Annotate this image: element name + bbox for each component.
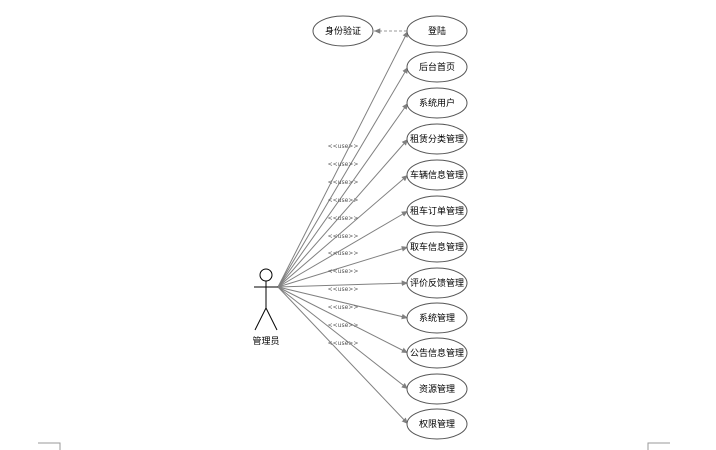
- stereotype-label: <<use>>: [328, 286, 359, 293]
- use-case-label: 资源管理: [419, 383, 455, 395]
- association-line: [277, 280, 409, 288]
- identity-verification-usecase: 身份验证: [312, 15, 374, 47]
- use-case-label: 车辆信息管理: [410, 169, 464, 181]
- use-case: 资源管理: [406, 373, 468, 405]
- use-case: 公告信息管理: [406, 337, 468, 369]
- use-case-ellipse: [406, 123, 468, 155]
- association-lines: [277, 30, 409, 425]
- use-case: 评价反馈管理: [406, 267, 468, 299]
- use-case: 后台首页: [406, 51, 468, 83]
- use-case: 系统用户: [406, 87, 468, 119]
- association-line: [277, 246, 409, 288]
- actor-right-leg: [265, 307, 278, 331]
- stereotype-label: <<use>>: [328, 250, 359, 257]
- use-case-label: 系统管理: [419, 312, 455, 324]
- use-case-ellipse: [406, 373, 468, 405]
- stereotype-label: <<use>>: [328, 340, 359, 347]
- association-line: [277, 286, 409, 320]
- actor-admin: 管理员: [252, 268, 280, 347]
- use-case-ellipse: [406, 408, 468, 440]
- use-case-ellipse: [406, 87, 468, 119]
- association-line: [277, 30, 409, 288]
- use-case: 租车订单管理: [406, 195, 468, 227]
- use-case-label: 租赁分类管理: [410, 133, 464, 145]
- association-line: [277, 286, 409, 354]
- stereotype-label: <<use>>: [328, 322, 359, 329]
- use-case-ellipse: [406, 267, 468, 299]
- use-case-label: 评价反馈管理: [410, 277, 464, 289]
- actor-label: 管理员: [252, 335, 279, 347]
- page-corner-left: [38, 442, 61, 450]
- stereotype-label: <<use>>: [328, 161, 359, 168]
- use-case: 系统管理: [406, 302, 468, 334]
- stereotype-label: <<use>>: [328, 197, 359, 204]
- stereotype-label: <<use>>: [328, 143, 359, 150]
- association-line: [277, 210, 409, 288]
- association-line: [277, 102, 409, 288]
- use-case: 登陆: [406, 15, 468, 47]
- association-line: [277, 66, 409, 288]
- actor-head: [259, 268, 273, 282]
- use-case-ellipse: [406, 302, 468, 334]
- use-case-label: 权限管理: [419, 418, 455, 430]
- use-case: 取车信息管理: [406, 231, 468, 263]
- use-case-list: 登陆后台首页系统用户租赁分类管理车辆信息管理租车订单管理取车信息管理评价反馈管理…: [406, 15, 468, 440]
- use-case-ellipse: [406, 15, 468, 47]
- stereotype-labels: <<use>> <<use>> <<use>> <<use>> <<use>> <<use…: [328, 143, 359, 347]
- stereotype-label: <<use>>: [328, 268, 359, 275]
- use-case-label: 后台首页: [419, 61, 455, 73]
- use-case-label: 系统用户: [419, 97, 455, 109]
- association-line: [277, 138, 409, 288]
- use-case-ellipse: [406, 231, 468, 263]
- stereotype-label: <<use>>: [328, 179, 359, 186]
- use-case-ellipse: [406, 159, 468, 191]
- use-case-label: 登陆: [428, 25, 446, 37]
- use-case-label: 公告信息管理: [410, 347, 464, 359]
- association-line: [277, 286, 409, 390]
- stereotype-label: <<use>>: [328, 304, 359, 311]
- use-case-label: 取车信息管理: [410, 241, 464, 253]
- association-line: [277, 286, 409, 425]
- use-case-ellipse: [406, 51, 468, 83]
- page-corner-right: [647, 442, 670, 450]
- identity-verification-label: 身份验证: [325, 25, 361, 37]
- use-case-label: 租车订单管理: [410, 205, 464, 217]
- use-case-ellipse: [406, 195, 468, 227]
- stereotype-label: <<use>>: [328, 215, 359, 222]
- use-case-ellipse: [406, 337, 468, 369]
- use-case: 权限管理: [406, 408, 468, 440]
- actor-left-leg: [254, 307, 267, 331]
- use-case: 车辆信息管理: [406, 159, 468, 191]
- stereotype-label: <<use>>: [328, 233, 359, 240]
- use-case: 租赁分类管理: [406, 123, 468, 155]
- association-line: [277, 174, 409, 288]
